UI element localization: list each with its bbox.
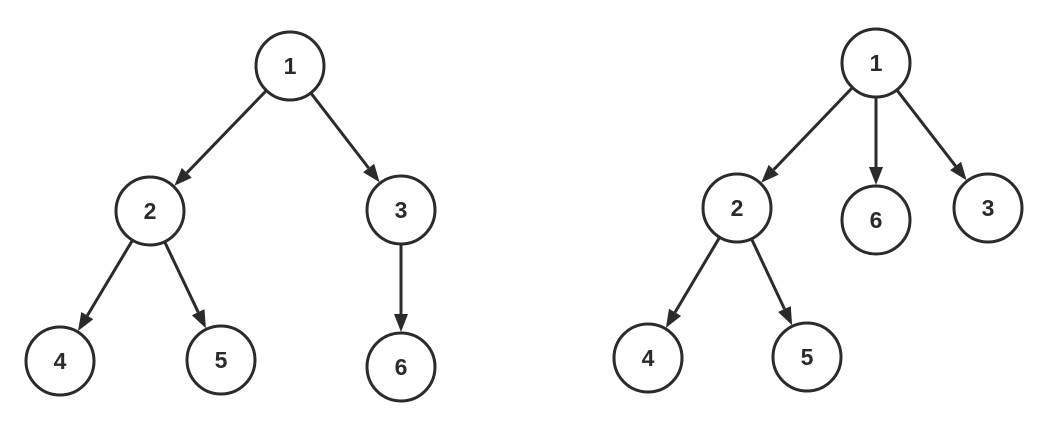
node-R3: 3 [952,172,1024,244]
edges-layer [78,86,967,332]
node-label: 6 [870,207,883,233]
node-R1: 1 [840,27,912,99]
node-label: 2 [144,198,157,224]
node-R4: 4 [612,322,684,394]
arrowhead-icon [191,309,206,329]
node-label: 4 [54,348,67,374]
node-label: 1 [870,50,883,76]
edge-line [163,241,200,313]
edge-R2-to-R5 [750,238,793,326]
arrowhead-icon [394,314,408,332]
node-circle [840,184,912,256]
node-R2: 2 [701,172,773,244]
arrowhead-icon [174,168,192,186]
node-R6: 6 [840,184,912,256]
edge-R2-to-R4 [665,236,721,328]
edge-line [86,239,134,317]
node-label: 3 [395,197,408,223]
edge-R1-to-R6 [869,97,883,185]
arrowhead-icon [78,312,94,331]
arrowhead-icon [665,308,682,328]
edge-line [185,89,268,174]
edge-line [772,86,854,171]
edge-line [750,238,786,310]
node-label: 2 [731,195,744,221]
edge-L2-to-L4 [78,239,134,331]
node-circle [24,325,96,397]
node-label: 6 [395,354,408,380]
node-L4: 4 [24,325,96,397]
node-label: 5 [801,344,814,370]
node-circle [254,30,326,102]
node-circle [771,321,843,393]
edge-L1-to-L2 [174,89,268,186]
node-L5: 5 [185,324,257,396]
node-circle [365,174,437,246]
node-L6: 6 [365,331,437,403]
node-label: 4 [642,345,655,371]
edge-line [673,236,721,314]
node-circle [365,331,437,403]
node-L2: 2 [114,175,186,247]
node-circle [185,324,257,396]
arrowhead-icon [869,167,883,185]
arrowhead-icon [761,164,779,183]
node-L1: 1 [254,30,326,102]
node-circle [114,175,186,247]
nodes-layer: 1 2 3 4 5 6 1 2 6 3 4 5 [24,27,1024,403]
edge-L2-to-L5 [163,241,206,329]
arrowhead-icon [778,306,793,326]
node-label: 1 [284,53,297,79]
edge-L1-to-L3 [309,91,380,183]
node-circle [952,172,1024,244]
node-circle [701,172,773,244]
node-label: 5 [215,347,228,373]
node-label: 3 [982,195,995,221]
edge-line [895,88,957,168]
edge-R1-to-R2 [761,86,854,183]
edge-R1-to-R3 [895,88,967,181]
node-R5: 5 [771,321,843,393]
node-circle [840,27,912,99]
node-circle [612,322,684,394]
arrowhead-icon [950,161,967,181]
edge-line [309,91,370,169]
arrowhead-icon [363,163,380,183]
node-L3: 3 [365,174,437,246]
edge-L3-to-L6 [394,244,408,332]
